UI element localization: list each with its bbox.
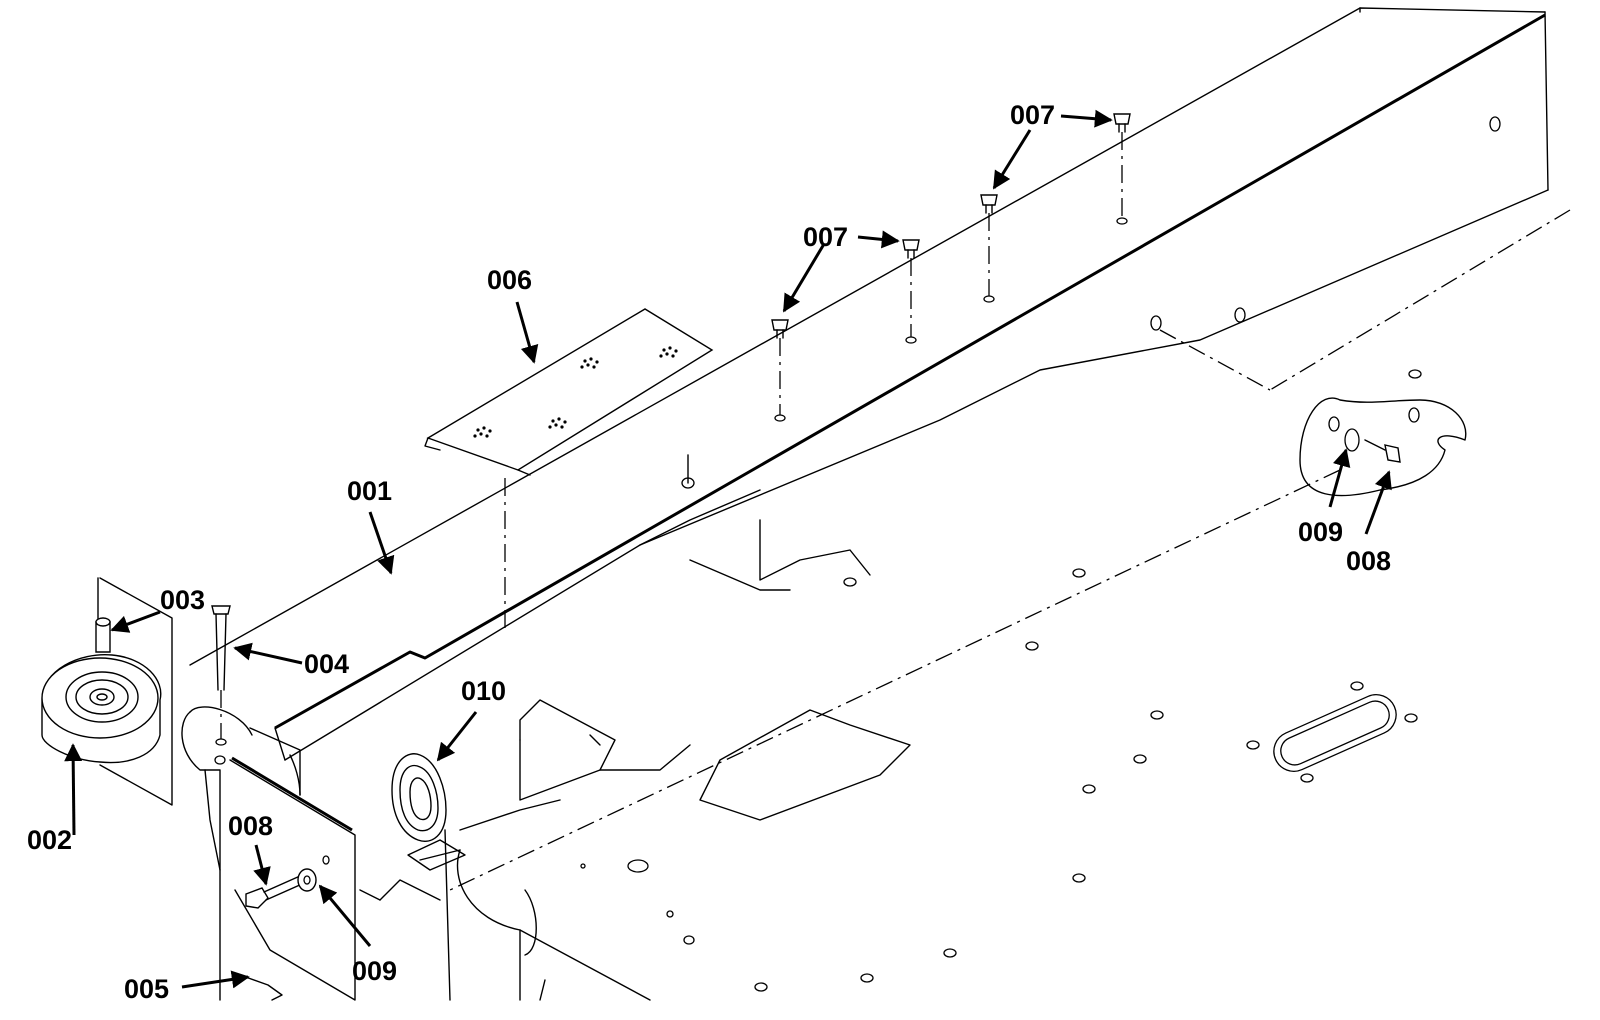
callout-005: 005 bbox=[124, 974, 169, 1004]
callout-009-front: 009 bbox=[352, 956, 397, 986]
callout-002: 002 bbox=[27, 825, 72, 855]
callout-006: 006 bbox=[487, 265, 532, 295]
callout-004: 004 bbox=[304, 649, 349, 679]
front-bracket bbox=[181, 706, 356, 1001]
callout-007-upper: 007 bbox=[1010, 100, 1055, 130]
plate-006 bbox=[424, 308, 714, 630]
callout-008-detail: 008 bbox=[1346, 546, 1391, 576]
callout-008-front: 008 bbox=[228, 811, 273, 841]
grommet-010 bbox=[391, 753, 466, 871]
callout-007-lower: 007 bbox=[803, 222, 848, 252]
callout-010: 010 bbox=[461, 676, 506, 706]
leader-arrows bbox=[64, 109, 1392, 989]
callout-001: 001 bbox=[347, 476, 392, 506]
wheel-assembly bbox=[41, 577, 231, 806]
callout-labels: 001 002 003 004 005 006 007 007 008 008 … bbox=[27, 100, 1391, 1004]
rail-001 bbox=[189, 7, 1549, 761]
detail-bubble bbox=[1299, 397, 1467, 497]
plugs-007 bbox=[771, 113, 1131, 422]
callout-009-detail: 009 bbox=[1298, 517, 1343, 547]
callout-003: 003 bbox=[160, 585, 205, 615]
chassis-plate bbox=[359, 209, 1571, 1001]
